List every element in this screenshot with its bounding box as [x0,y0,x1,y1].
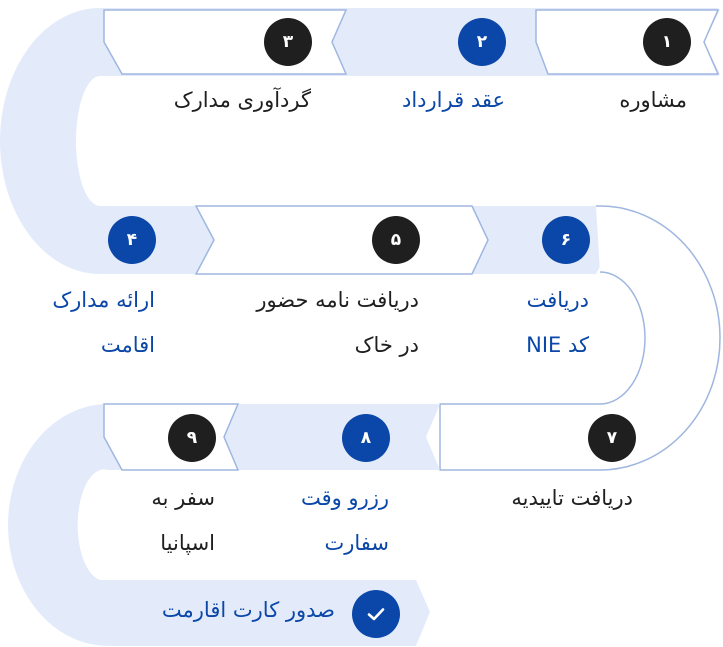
checkmark-icon [352,590,400,638]
step-card-5 [194,205,489,275]
step-8-number-badge: ۸ [342,414,390,462]
final-step-label: صدور کارت اقارمت [161,598,335,622]
track-right-turn [439,205,721,471]
step-4-label: ارائه مدارک اقامت [52,288,155,357]
track-left-turn-2 [8,404,430,646]
step-2-number-badge: ۲ [458,18,506,66]
step-1-label: مشاوره [619,88,687,112]
step-9-label: سفر به اسپانیا [151,486,215,555]
step-8-label: رزرو وقت سفارت [300,486,389,555]
step-7-label: دریافت تاییدیه [511,486,633,510]
step-3-label: گردآوری مدارک [173,88,311,112]
step-4-number-badge: ۴ [108,216,156,264]
step-9-number-badge: ۹ [168,414,216,462]
step-2-label: عقد قرارداد [402,88,505,112]
step-5-number-badge: ۵ [372,216,420,264]
step-1-number-badge: ۱ [643,18,691,66]
step-6-number-badge: ۶ [542,216,590,264]
step-7-number-badge: ۷ [588,414,636,462]
step-3-number-badge: ۳ [264,18,312,66]
step-5-label: دریافت نامه حضور در خاک [256,288,419,357]
step-6-label: دریافت کد NIE [526,288,589,357]
